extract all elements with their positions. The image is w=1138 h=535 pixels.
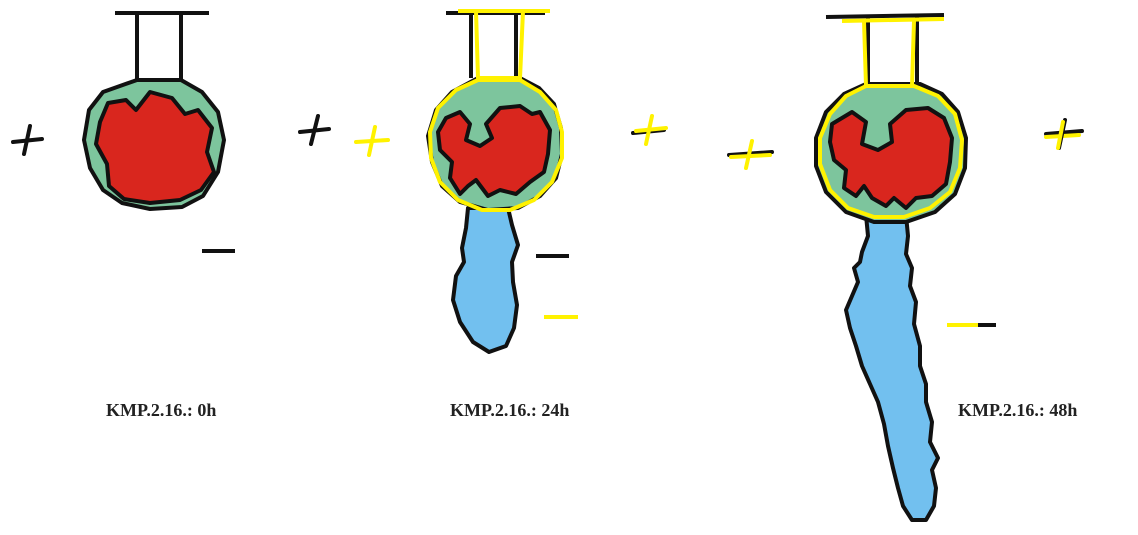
holder-48h bbox=[825, 13, 945, 84]
plus-sign-24h-right bbox=[631, 114, 668, 146]
plus-sign-48h-left bbox=[727, 139, 774, 170]
plus-sign-48h-right bbox=[1044, 118, 1084, 150]
plus-sign-24h-left-yellow bbox=[354, 125, 390, 157]
overlay-48h bbox=[818, 17, 964, 219]
panel-24h bbox=[298, 9, 668, 354]
caption-48h: KMP.2.16.: 48h bbox=[958, 400, 1078, 420]
core-0h bbox=[94, 90, 216, 205]
holder-0h bbox=[115, 11, 209, 82]
plus-sign-0h bbox=[11, 124, 44, 156]
tail-48h bbox=[844, 213, 940, 522]
core-24h bbox=[436, 104, 552, 198]
plus-sign-24h-left-black bbox=[298, 114, 331, 146]
core-48h bbox=[828, 106, 954, 210]
tail-24h bbox=[451, 206, 520, 354]
caption-24h: KMP.2.16.: 24h bbox=[450, 400, 570, 420]
holder-24h bbox=[446, 11, 545, 78]
panel-0h bbox=[11, 11, 235, 253]
panel-48h bbox=[727, 13, 1084, 522]
caption-0h: KMP.2.16.: 0h bbox=[106, 400, 217, 420]
overlay-24h bbox=[428, 9, 564, 212]
